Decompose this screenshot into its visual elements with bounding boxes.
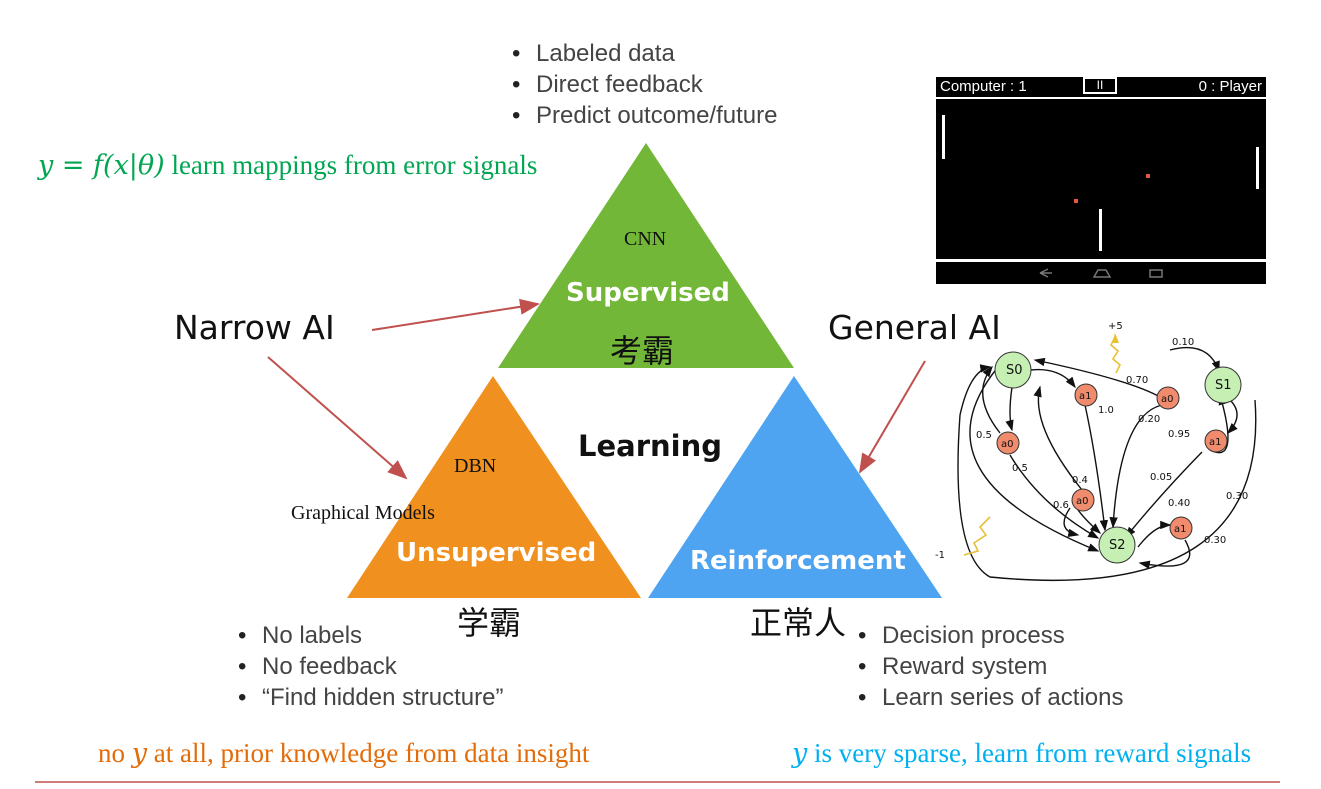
left-paddle <box>942 115 945 159</box>
middle-paddle <box>1099 209 1102 251</box>
action-node <box>1071 488 1095 512</box>
state-label: S0 <box>1006 363 1023 378</box>
bullet-item: No labels <box>236 620 503 651</box>
penalty-squiggle <box>963 516 991 556</box>
reinforcement-caption-var: y <box>792 738 808 769</box>
probability-label: 0.5 <box>1012 463 1028 474</box>
probability-label: 1.0 <box>1098 405 1114 416</box>
pause-icon[interactable]: II <box>1083 77 1117 94</box>
supervised-formula: y = f(x|θ) <box>38 150 165 181</box>
reinforcement-cjk-label: 正常人 <box>750 604 847 642</box>
action-label: a1 <box>1079 391 1092 402</box>
reinforcement-caption-post: is very sparse, learn from reward signal… <box>807 738 1252 768</box>
bullet-item: Direct feedback <box>510 69 777 100</box>
unsupervised-model-label-2: Graphical Models <box>291 502 435 524</box>
unsupervised-caption: no y at all, prior knowledge from data i… <box>98 738 589 769</box>
action-label: a1 <box>1174 524 1187 535</box>
supervised-model-label: CNN <box>624 228 667 250</box>
probability-label: 0.4 <box>1072 475 1088 486</box>
mdp-labels: S0 S1 S2 a1 a0 a0 a1 a0 a1 0.10 0.70 1.0… <box>935 321 1248 561</box>
supervised-caption-text: learn mappings from error signals <box>164 150 538 180</box>
supervised-cjk-label: 考霸 <box>610 332 675 370</box>
narrow-ai-label: Narrow AI <box>174 308 335 347</box>
action-node <box>996 431 1020 455</box>
ball <box>1074 199 1078 203</box>
bullet-item: Labeled data <box>510 38 777 69</box>
unsupervised-caption-var: y <box>131 738 148 769</box>
action-label: a1 <box>1209 437 1222 448</box>
general-ai-arrow-to-reinforcement <box>858 360 926 474</box>
unsupervised-caption-pre: no <box>98 738 132 768</box>
state-node <box>1098 526 1136 564</box>
game-score-bar: Computer : 1 II 0 : Player <box>936 77 1266 99</box>
reward-label: -1 <box>935 550 945 561</box>
supervised-triangle <box>498 143 794 368</box>
action-node <box>1204 429 1228 453</box>
reinforcement-bullets: Decision process Reward system Learn ser… <box>856 620 1123 713</box>
reward-arrowhead <box>1112 333 1119 343</box>
probability-label: 0.05 <box>1150 472 1172 483</box>
supervised-bullets: Labeled data Direct feedback Predict out… <box>510 38 777 131</box>
right-paddle <box>1256 147 1259 189</box>
recents-icon <box>1149 269 1163 278</box>
unsupervised-model-label: DBN <box>454 455 497 477</box>
state-label: S1 <box>1215 378 1232 393</box>
probability-label: 0.20 <box>1138 414 1160 425</box>
reinforcement-label: Reinforcement <box>690 546 906 576</box>
action-label: a0 <box>1001 439 1014 450</box>
action-label: a0 <box>1076 496 1089 507</box>
bullet-item: No feedback <box>236 651 503 682</box>
general-ai-label: General AI <box>828 308 1001 347</box>
probability-label: 0.30 <box>1204 535 1226 546</box>
state-node <box>994 351 1032 389</box>
state-label: S2 <box>1109 538 1126 553</box>
probability-label: 0.10 <box>1172 337 1194 348</box>
probability-label: 0.70 <box>1126 375 1148 386</box>
learning-center-label: Learning <box>578 429 723 463</box>
probability-label: 0.95 <box>1168 429 1190 440</box>
action-node <box>1156 386 1180 410</box>
probability-label: 0.30 <box>1226 491 1248 502</box>
unsupervised-bullets: No labels No feedback “Find hidden struc… <box>236 620 503 713</box>
mdp-state-nodes <box>994 351 1242 564</box>
action-node <box>1169 516 1193 540</box>
unsupervised-label: Unsupervised <box>396 538 597 568</box>
back-icon <box>1039 268 1052 278</box>
narrow-ai-arrow-to-unsupervised <box>267 356 408 480</box>
player-score: 0 : Player <box>1198 78 1262 95</box>
reinforcement-caption: y is very sparse, learn from reward sign… <box>792 738 1251 769</box>
bullet-item: “Find hidden structure” <box>236 682 503 713</box>
state-node <box>1204 366 1242 404</box>
reward-squiggle <box>1110 336 1121 374</box>
mdp-state-graph: S0 S1 S2 a1 a0 a0 a1 a0 a1 0.10 0.70 1.0… <box>935 321 1257 581</box>
android-nav-bar <box>1039 268 1163 278</box>
reward-label: +5 <box>1108 321 1123 332</box>
mdp-edges <box>957 346 1257 581</box>
probability-label: 0.6 <box>1053 500 1069 511</box>
unsupervised-triangle <box>347 376 641 598</box>
bullet-item: Predict outcome/future <box>510 100 777 131</box>
mdp-action-nodes <box>996 383 1228 540</box>
action-label: a0 <box>1161 394 1174 405</box>
narrow-ai-arrow-to-supervised <box>371 298 540 331</box>
home-icon <box>1092 269 1112 278</box>
probability-label: 0.40 <box>1168 498 1190 509</box>
bullet-item: Decision process <box>856 620 1123 651</box>
probability-label: 0.5 <box>976 430 992 441</box>
computer-score: Computer : 1 <box>940 78 1027 95</box>
pong-game-screenshot: Computer : 1 II 0 : Player <box>936 77 1266 284</box>
bullet-item: Reward system <box>856 651 1123 682</box>
supervised-label: Supervised <box>566 278 730 308</box>
reinforcement-triangle <box>648 376 942 598</box>
ball <box>1146 174 1150 178</box>
unsupervised-caption-post: at all, prior knowledge from data insigh… <box>147 738 590 768</box>
bullet-item: Learn series of actions <box>856 682 1123 713</box>
action-node <box>1074 383 1098 407</box>
game-floor-line <box>936 259 1266 262</box>
supervised-caption: y = f(x|θ) learn mappings from error sig… <box>38 150 537 181</box>
